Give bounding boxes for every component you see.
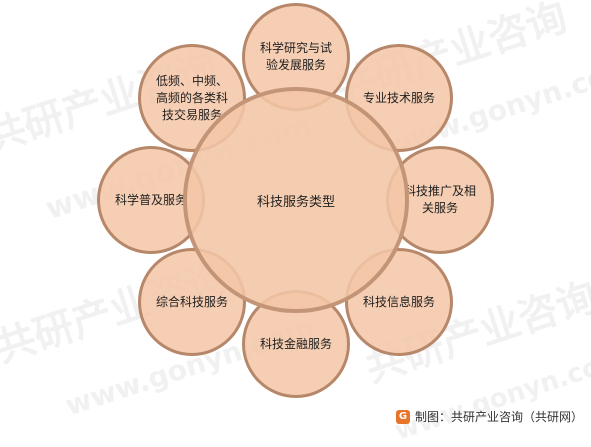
node-trading-label: 低频、中频、高频的各类科技交易服务 <box>155 73 228 122</box>
node-popularization-label: 科学普及服务 <box>114 192 187 207</box>
watermark-url-4: www.gonyn.com <box>391 343 591 447</box>
node-promotion-label: 科技推广及相关服务 <box>403 184 476 215</box>
node-promotion: 科技推广及相关服务 <box>386 146 494 254</box>
center-node-label: 科技服务类型 <box>256 194 335 210</box>
node-comprehensive-label: 综合科技服务 <box>155 294 228 309</box>
source-credit: G 制图：共研产业咨询（共研网） <box>395 408 583 425</box>
center-node: 科技服务类型 <box>183 87 409 313</box>
node-research-label: 科学研究与试验发展服务 <box>259 41 332 72</box>
node-finance-label: 科技金融服务 <box>259 336 332 351</box>
brand-logo-icon: G <box>395 409 410 424</box>
source-credit-text: 制图：共研产业咨询（共研网） <box>414 410 583 424</box>
node-info-label: 科技信息服务 <box>362 294 435 309</box>
node-professional-label: 专业技术服务 <box>362 90 435 105</box>
